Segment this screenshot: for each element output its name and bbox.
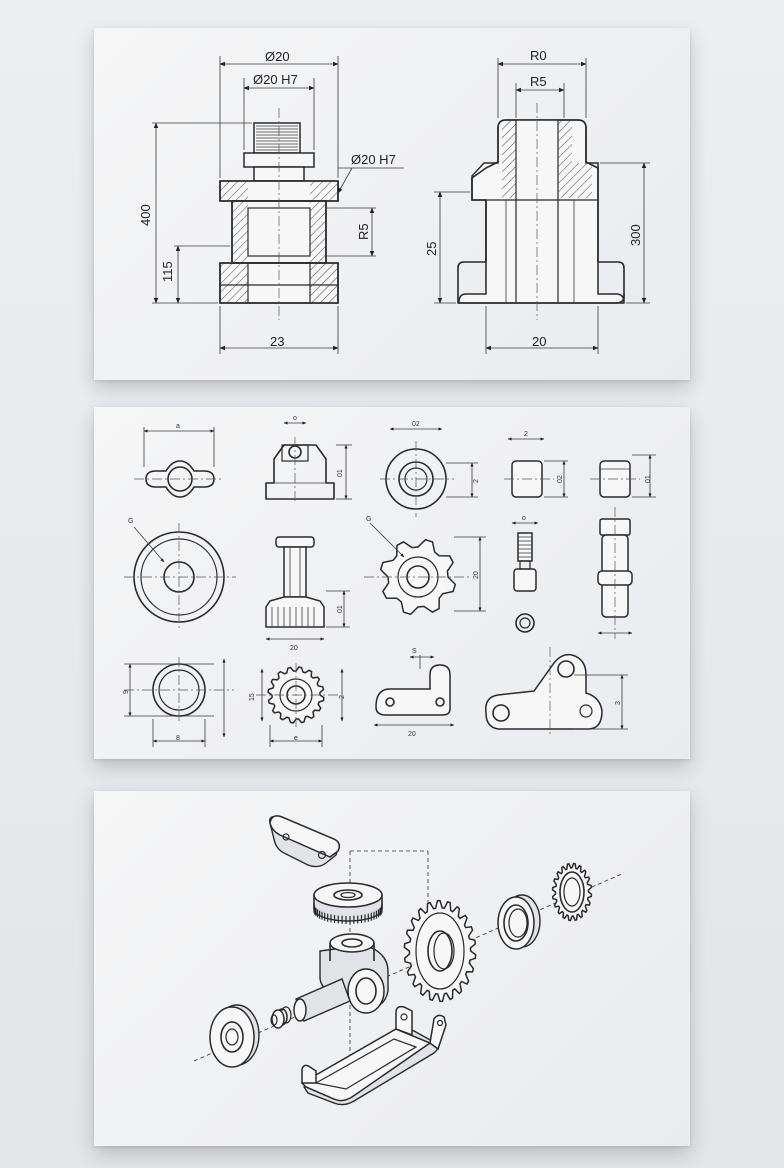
dim-right-height: 300 [628,224,643,246]
dim-outer-dia: Ø20 [265,49,290,64]
part-sprocket: 15 2 e [249,663,346,747]
label-cap-small2-h: 01 [645,475,652,483]
label-washer-h: 2 [473,479,480,483]
part-cap-small: 2 02 [504,431,568,498]
orthographic-views: Ø20 Ø20 H7 Ø20 H7 400 115 R5 23 [138,48,650,354]
label-screw: o [522,515,526,522]
label-cap-small-h: 02 [557,475,564,483]
part-arm: 3 [485,647,628,735]
part-cap-small-2: 01 [590,454,656,498]
drawing-sheet-parts: a o 01 02 2 [94,407,690,759]
exploded-bearing [497,894,541,950]
dim-lower-height: 115 [160,261,175,282]
left-section-view: Ø20 Ø20 H7 Ø20 H7 400 115 R5 23 [138,49,404,354]
part-disc: G [124,518,236,631]
drawing-sheet-exploded [94,791,690,1146]
part-washer: 02 2 [380,421,480,517]
dim-inner-radius: R5 [530,74,547,89]
dim-width: 23 [270,334,284,349]
part-wing-nut: a [134,423,224,498]
exploded-link-bar [268,815,341,868]
label-bracket-w: 20 [408,731,416,738]
label-ring-w: 8 [176,735,180,742]
label-disc-callout: G [128,518,133,525]
exploded-bevel-gear [313,882,383,924]
label-sprocket-h2: 2 [339,695,346,699]
dim-right-width: 20 [532,334,546,349]
exploded-shaft [270,978,351,1029]
dim-left-height: 25 [424,242,439,256]
label-block: o [293,415,297,422]
exploded-left-disc [209,1004,260,1068]
label-wing-nut: a [176,423,180,430]
label-bracket-callout: S [412,648,417,655]
part-block: o 01 [265,415,352,503]
exploded-large-gear [403,899,477,1003]
dim-side-dia: Ø20 H7 [351,152,396,167]
explosion-axis [193,872,625,1062]
dim-radius: R5 [356,223,371,240]
label-block-h: 01 [337,469,344,477]
label-sprocket-h: 15 [249,693,256,701]
label-cap-small: 2 [524,431,528,438]
part-screw: o [511,515,539,633]
dim-inner-dia: Ø20 H7 [253,72,298,87]
exploded-base-bracket [300,1005,447,1106]
dim-top-radius: R0 [530,48,547,63]
right-section-view: R0 R5 25 300 20 [424,48,650,354]
parts-catalogue: a o 01 02 2 [123,415,656,747]
label-spindle-h: 01 [337,605,344,613]
part-spindle: 20 01 [265,536,350,652]
part-pin [597,507,633,639]
label-sprocket-w: e [294,735,298,742]
part-gear: G 20 [364,516,486,616]
part-ring: 9 8 [123,657,234,747]
label-gear-h: 20 [473,571,480,579]
label-ring-h: 9 [123,690,130,694]
drawing-sheet-views: Ø20 Ø20 H7 Ø20 H7 400 115 R5 23 [94,28,690,380]
label-arm-h: 3 [615,701,622,705]
thread-lines [256,125,298,151]
label-spindle-w: 20 [290,645,298,652]
exploded-small-gear [551,862,593,922]
label-washer: 02 [412,421,420,428]
part-bracket: S 20 [373,648,455,738]
exploded-assembly [193,815,625,1106]
label-gear-callout: G [366,516,371,523]
dim-height: 400 [138,204,153,226]
